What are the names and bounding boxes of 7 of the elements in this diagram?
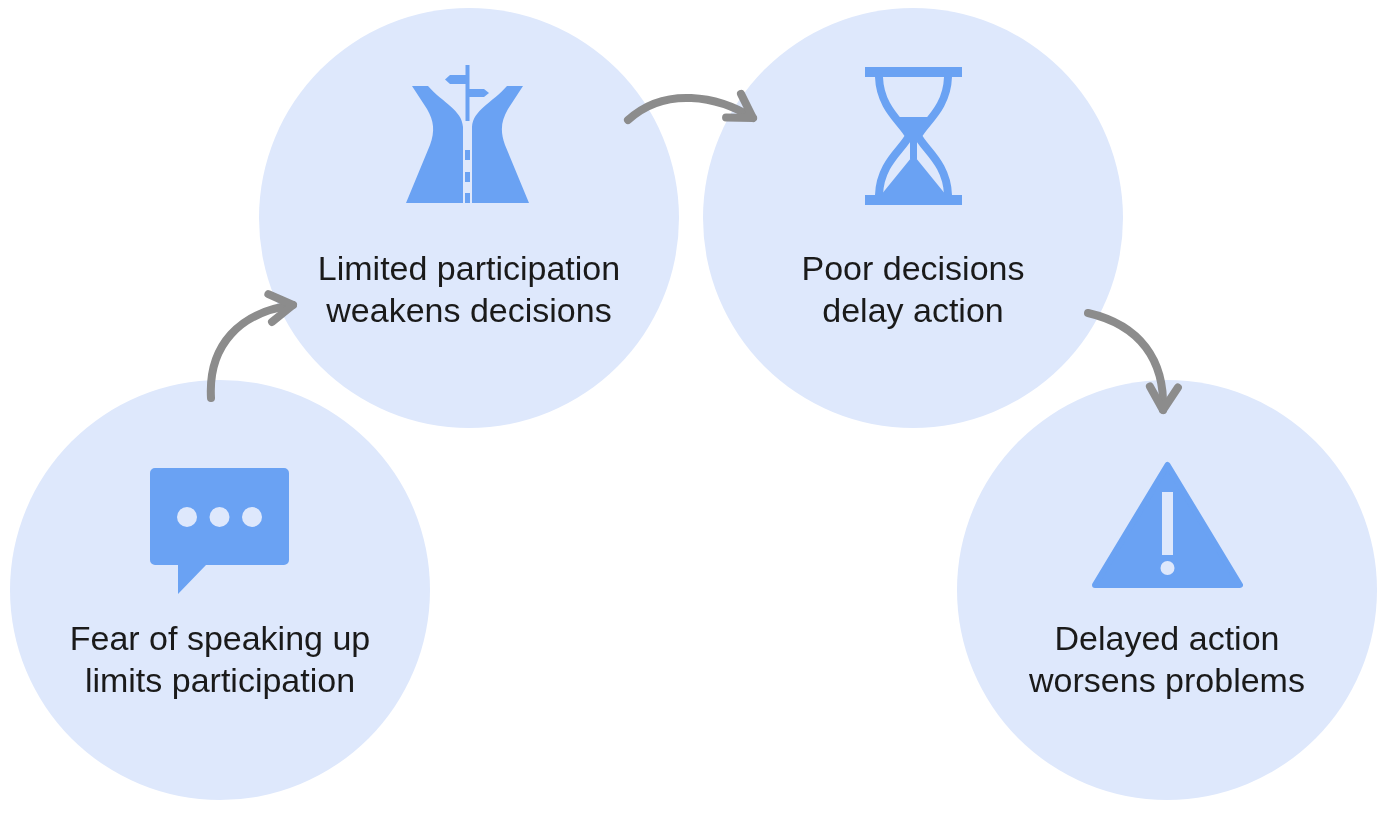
step-text: Delayed action worsens problems bbox=[1028, 618, 1306, 701]
step-text: Poor decisions delay action bbox=[800, 248, 1026, 331]
step-text: Limited participation weakens decisions bbox=[316, 248, 622, 331]
curved-arrow bbox=[1084, 309, 1181, 414]
curved-arrow bbox=[624, 90, 757, 124]
curved-arrow bbox=[206, 291, 297, 402]
step-text: Fear of speaking up limits participation bbox=[68, 618, 372, 701]
